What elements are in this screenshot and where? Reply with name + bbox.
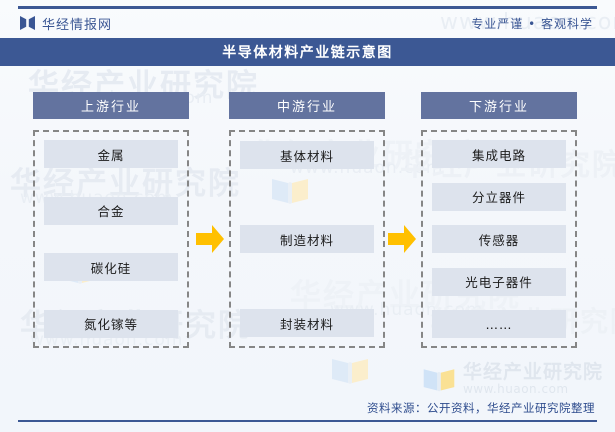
arrow-right-icon xyxy=(196,225,224,253)
title-bar: 半导体材料产业链示意图 xyxy=(0,38,615,66)
column-midstream: 中游行业 基体材料 制造材料 封装材料 xyxy=(229,92,385,348)
arrow-right-icon xyxy=(388,225,416,253)
list-item[interactable]: …… xyxy=(432,310,566,338)
slogan: 专业严谨 • 客观科学 xyxy=(471,16,593,31)
list-item[interactable]: 集成电路 xyxy=(432,140,566,168)
footer-watermark-logo: 华经产业研究院 www.huaon.com xyxy=(422,363,603,396)
column-header-upstream: 上游行业 xyxy=(33,92,189,119)
column-header-midstream: 中游行业 xyxy=(229,92,385,119)
bowtie-logo-icon xyxy=(20,16,35,30)
column-body-upstream: 金属 合金 碳化硅 氮化镓等 xyxy=(33,130,189,348)
page-title: 半导体材料产业链示意图 xyxy=(222,45,393,61)
list-item[interactable]: 合金 xyxy=(44,196,178,225)
column-downstream: 下游行业 集成电路 分立器件 传感器 光电子器件 …… xyxy=(421,92,577,348)
column-body-midstream: 基体材料 制造材料 封装材料 xyxy=(229,130,385,348)
footer-watermark-name: 华经产业研究院 xyxy=(462,361,603,384)
column-header-downstream: 下游行业 xyxy=(421,92,577,119)
list-item[interactable]: 基体材料 xyxy=(240,141,374,169)
list-item[interactable]: 分立器件 xyxy=(432,182,566,211)
column-body-downstream: 集成电路 分立器件 传感器 光电子器件 …… xyxy=(421,130,577,348)
list-item[interactable]: 金属 xyxy=(44,140,178,168)
list-item[interactable]: 传感器 xyxy=(432,225,566,253)
list-item[interactable]: 光电子器件 xyxy=(432,267,566,296)
list-item[interactable]: 氮化镓等 xyxy=(44,309,178,338)
source-note: 资料来源：公开资料，华经产业研究院整理 xyxy=(367,401,595,415)
chain-board: 上游行业 金属 合金 碳化硅 氮化镓等 中游行业 基体材料 制造材料 封装材料 xyxy=(0,66,615,386)
column-upstream: 上游行业 金属 合金 碳化硅 氮化镓等 xyxy=(33,92,189,348)
footer-watermark-text: 华经产业研究院 www.huaon.com xyxy=(463,363,603,396)
footer-watermark-url: www.huaon.com xyxy=(462,382,569,397)
list-item[interactable]: 封装材料 xyxy=(240,309,374,337)
brand-name: 华经情报网 xyxy=(42,17,113,33)
list-item[interactable]: 碳化硅 xyxy=(44,253,178,282)
list-item[interactable]: 制造材料 xyxy=(240,225,374,253)
top-accent-rule xyxy=(18,6,597,9)
bottom-accent-rule xyxy=(18,420,597,422)
top-bar: 华经情报网 专业严谨 • 客观科学 xyxy=(0,9,615,37)
brand: 华经情报网 xyxy=(20,14,112,33)
open-book-icon xyxy=(423,369,455,392)
